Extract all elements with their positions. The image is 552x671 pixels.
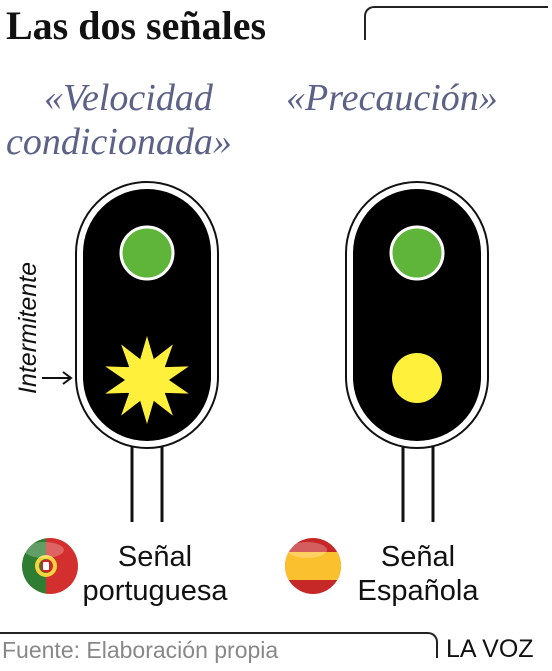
portuguese-flashing-yellow-light <box>105 336 189 424</box>
spanish-green-light <box>389 225 445 281</box>
intermitente-annotation: Intermitente <box>14 262 42 394</box>
spanish-signal-body <box>353 189 481 441</box>
spanish-signal <box>345 181 489 522</box>
spanish-signal-caption: Señal Española <box>318 540 518 608</box>
portuguese-signal-caption: Señal portuguesa <box>50 540 260 608</box>
title-rule <box>364 6 548 40</box>
spain-flag-icon <box>285 538 341 594</box>
spanish-caption-line1: Señal <box>380 541 456 573</box>
portuguese-caption-line2: portuguesa <box>82 575 228 607</box>
annotation-arrow-icon <box>42 371 73 385</box>
source-note: Fuente: Elaboración propia <box>2 637 279 663</box>
spanish-yellow-light <box>392 353 442 403</box>
portuguese-caption-line1: Señal <box>117 541 193 573</box>
portuguese-signal-label: «Velocidad condicionada» <box>6 76 306 164</box>
page-title: Las dos señales <box>6 3 267 48</box>
spanish-signal-label: «Precaución» <box>286 77 498 119</box>
spanish-caption-line2: Española <box>357 575 479 607</box>
footer-rule <box>0 632 438 658</box>
portuguese-signal <box>75 181 219 522</box>
portuguese-signal-body <box>83 189 211 441</box>
brand-logo: LA VOZ <box>446 635 534 663</box>
portuguese-green-light <box>119 225 175 281</box>
portuguese-label-line2: condicionada» <box>6 121 232 163</box>
portuguese-label-line1: «Velocidad <box>44 77 213 119</box>
